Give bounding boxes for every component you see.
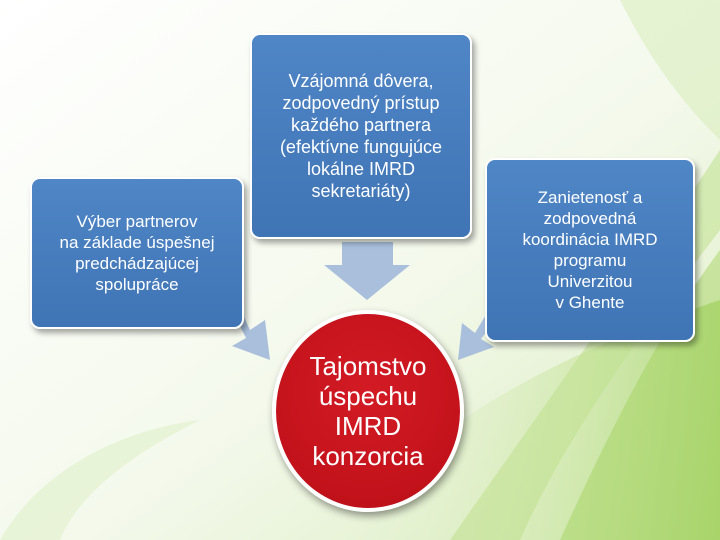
node-partner-selection: Výber partnerov na základe úspešnej pred… bbox=[30, 177, 244, 329]
node-coordination: Zanietenosť a zodpovedná koordinácia IMR… bbox=[485, 158, 695, 342]
node-success-secret-text: Tajomstvo úspechu IMRD konzorcia bbox=[309, 351, 427, 471]
node-coordination-text: Zanietenosť a zodpovedná koordinácia IMR… bbox=[522, 188, 658, 312]
node-success-secret: Tajomstvo úspechu IMRD konzorcia bbox=[272, 310, 464, 512]
node-mutual-trust-text: Vzájomná dôvera, zodpovedný prístup každ… bbox=[279, 71, 443, 201]
node-mutual-trust: Vzájomná dôvera, zodpovedný prístup každ… bbox=[250, 33, 472, 239]
node-partner-selection-text: Výber partnerov na základe úspešnej pred… bbox=[59, 212, 215, 294]
